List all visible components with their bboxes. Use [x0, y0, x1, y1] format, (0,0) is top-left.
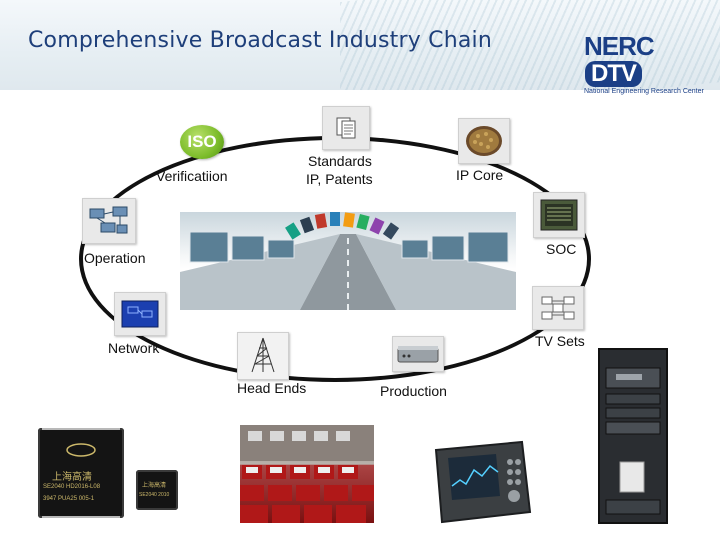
- label-standards: Standards: [308, 153, 372, 169]
- label-ip-patents: IP, Patents: [306, 171, 373, 187]
- label-tv-sets: TV Sets: [535, 333, 585, 349]
- label-production: Production: [380, 383, 447, 399]
- tv-sets-diagram-icon: [532, 286, 584, 330]
- production-hall-illustration: [240, 425, 374, 523]
- rack-units: [605, 367, 661, 515]
- label-network: Network: [108, 340, 160, 356]
- big-chip-model: SE2040 HD2016-L08: [43, 484, 101, 490]
- small-chip-image: 上海高清 SE2040 2010: [136, 470, 178, 510]
- chip-pins: [42, 428, 120, 518]
- label-verification: Verificatiion: [156, 168, 228, 184]
- page-title: Comprehensive Broadcast Industry Chain: [28, 28, 493, 53]
- production-device-icon: [392, 336, 444, 372]
- operation-network-devices-icon: [82, 198, 136, 244]
- equipment-rack-image: [598, 348, 668, 524]
- signal-analyzer-image: [430, 436, 534, 526]
- label-soc: SOC: [546, 241, 577, 257]
- label-operation: Operation: [84, 250, 146, 266]
- big-chip-image: 上海高清 SE2040 HD2016-L08 3947 PUA25 005-1: [38, 428, 124, 518]
- logo-badge: DTV: [585, 61, 642, 87]
- network-screen-icon: [114, 292, 166, 336]
- small-chip-brand: 上海高清: [142, 483, 167, 489]
- iso-badge: ISO: [180, 125, 224, 159]
- nerc-dtv-logo: NERCDTV National Engineering Research Ce…: [584, 31, 704, 95]
- standards-document-icon: [322, 106, 370, 150]
- big-chip-serial: 3947 PUA25 005-1: [43, 496, 95, 502]
- ip-core-wafer-icon: [458, 118, 510, 164]
- logo-word: NERC: [584, 31, 655, 61]
- big-chip-brand: 上海高清: [52, 472, 92, 483]
- label-ip-core: IP Core: [456, 167, 504, 183]
- label-head-ends: Head Ends: [237, 380, 307, 396]
- soc-chip-board-icon: [533, 192, 585, 238]
- logo-subtitle: National Engineering Research Center: [584, 88, 704, 95]
- production-hall-photo: [240, 425, 374, 523]
- small-chip-model: SE2040 2010: [139, 492, 170, 498]
- head-ends-tower-icon: [237, 332, 289, 380]
